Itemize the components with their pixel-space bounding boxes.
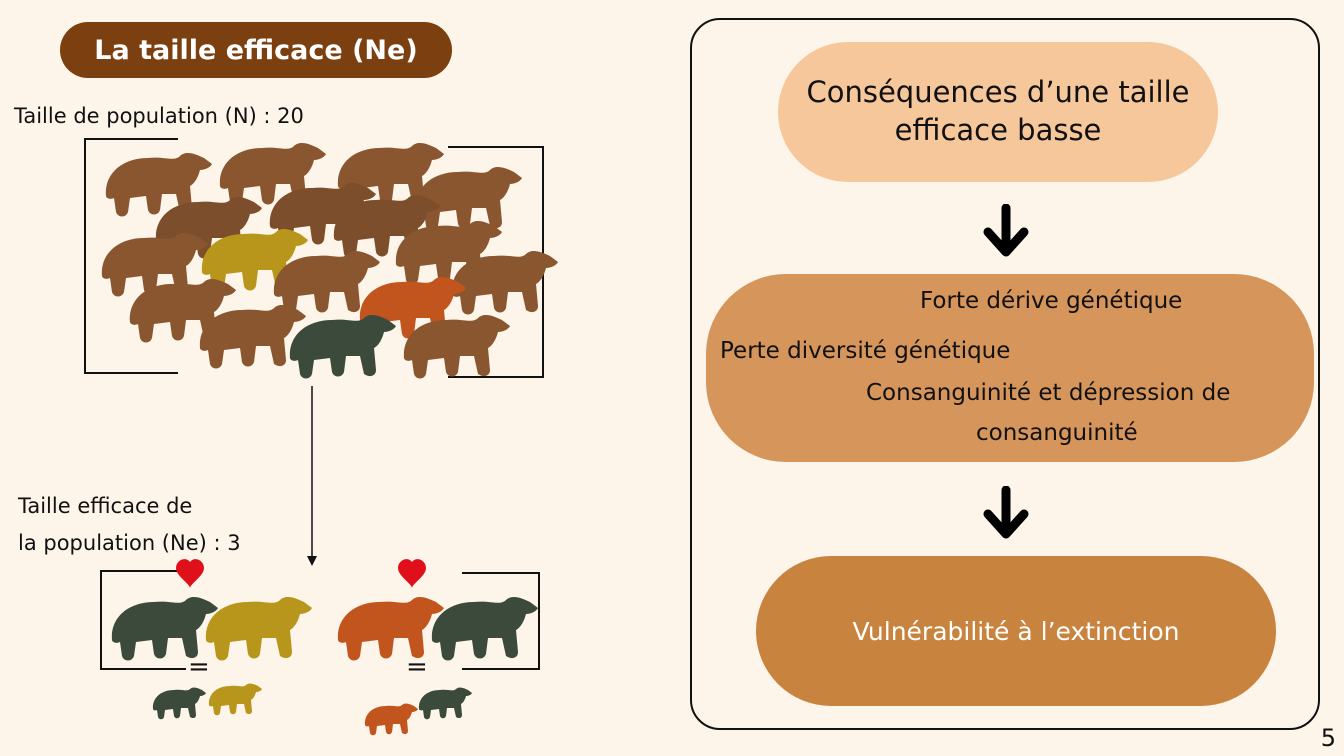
connector-arrow-head (307, 556, 317, 566)
cub-icon (418, 687, 472, 720)
consequences-title-line1: Conséquences d’une taille (806, 75, 1190, 110)
bear-icon (337, 596, 444, 661)
pair-bracket-left (100, 570, 186, 670)
page-number: 5 (1320, 724, 1336, 752)
effective-size-label: Taille efficace de la population (Ne) : … (18, 488, 241, 562)
page-title: La taille efficace (Ne) (94, 34, 418, 66)
title-pill: La taille efficace (Ne) (60, 22, 452, 78)
effective-size-label-line2: la population (Ne) : 3 (18, 531, 241, 555)
equals-sign-left: = (188, 652, 210, 682)
bear-icon (289, 314, 396, 379)
bear-icon (403, 314, 510, 379)
consequences-box: Conséquences d’une taille efficace basse (778, 42, 1218, 182)
heart-icon (398, 559, 426, 588)
effect-drift: Forte dérive génétique (920, 288, 1183, 314)
down-arrow-icon (983, 486, 1029, 539)
genetic-effects-box: Forte dérive génétique Perte diversité g… (706, 274, 1314, 462)
pair-bracket-right (462, 572, 540, 670)
effect-inbreeding-line1: Consanguinité et dépression de (866, 380, 1231, 406)
down-arrow-icon (983, 204, 1029, 257)
population-bracket-left (84, 138, 178, 374)
bear-icon (431, 596, 538, 661)
extinction-box: Vulnérabilité à l’extinction (756, 556, 1276, 706)
population-size-label: Taille de population (N) : 20 (14, 104, 304, 128)
bear-icon (205, 596, 312, 661)
bear-icon (415, 166, 522, 231)
effect-inbreeding-line2: consanguinité (976, 420, 1138, 446)
bear-icon (111, 596, 218, 661)
consequences-title-line2: efficace basse (894, 113, 1102, 147)
extinction-label: Vulnérabilité à l’extinction (852, 616, 1180, 646)
heart-icon (176, 559, 204, 588)
effective-size-label-line1: Taille efficace de (18, 494, 193, 518)
cub-icon (152, 687, 206, 720)
effect-diversity-loss: Perte diversité génétique (720, 338, 1011, 364)
cub-icon (208, 683, 262, 716)
cub-icon (364, 703, 418, 736)
equals-sign-right: = (406, 652, 428, 682)
bear-icon (199, 304, 306, 369)
